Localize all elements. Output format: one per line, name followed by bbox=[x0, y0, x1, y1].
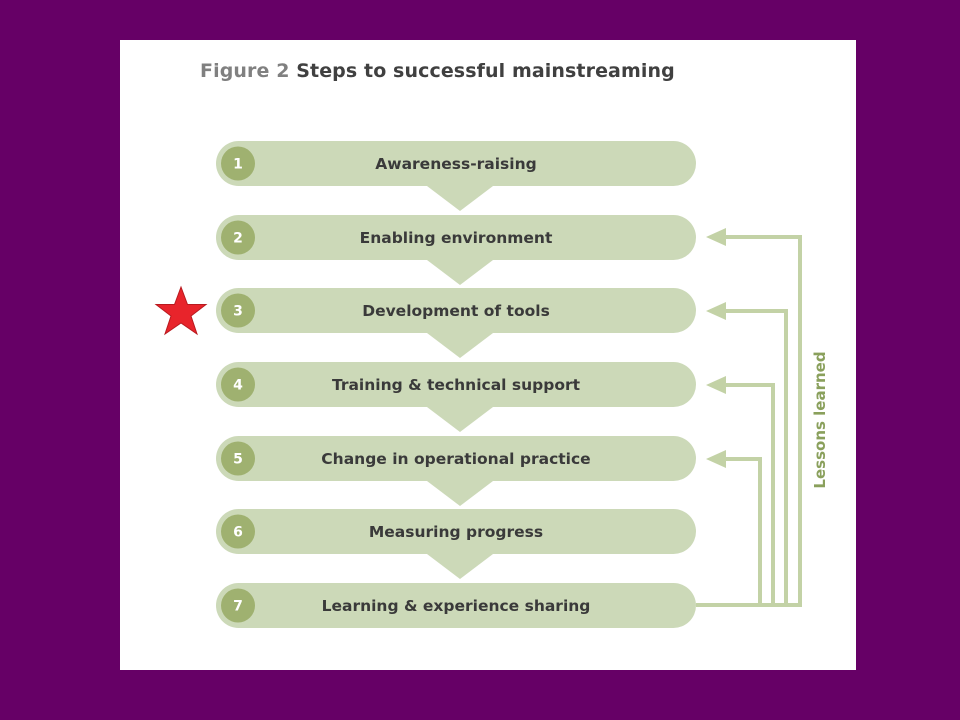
feedback-arrowheads bbox=[706, 228, 726, 468]
step-3: 3 Development of tools bbox=[216, 288, 696, 333]
step-number-badge bbox=[221, 146, 255, 181]
step-number: 5 bbox=[233, 452, 243, 468]
arrowhead-step-4 bbox=[706, 376, 726, 394]
step-label: Learning & experience sharing bbox=[322, 597, 591, 615]
step-5: 5 Change in operational practice bbox=[216, 436, 696, 481]
step-label: Awareness-raising bbox=[375, 155, 536, 173]
arrowhead-step-2 bbox=[706, 228, 726, 246]
step-label: Change in operational practice bbox=[321, 450, 590, 468]
arrowhead-step-5 bbox=[706, 450, 726, 468]
step-number-badge bbox=[221, 441, 255, 476]
step-number: 7 bbox=[233, 599, 243, 615]
figure-title-text: Steps to successful mainstreaming bbox=[296, 60, 675, 82]
feedback-loop bbox=[696, 235, 802, 607]
step-number: 2 bbox=[233, 231, 243, 247]
step-label: Measuring progress bbox=[369, 523, 543, 541]
step-bar bbox=[216, 288, 696, 333]
figure-prefix: Figure 2 bbox=[200, 60, 290, 82]
connector-arrow-4-5 bbox=[427, 407, 493, 432]
step-number-badge bbox=[221, 293, 255, 328]
connector-arrow-5-6 bbox=[427, 481, 493, 506]
step-number-badge bbox=[221, 514, 255, 549]
step-number-badge bbox=[221, 367, 255, 402]
step-bar bbox=[216, 509, 696, 554]
step-6: 6 Measuring progress bbox=[216, 509, 696, 554]
figure-panel: Figure 2 Steps to successful mainstreami… bbox=[120, 40, 856, 670]
step-2: 2 Enabling environment bbox=[216, 215, 696, 260]
step-number: 4 bbox=[233, 378, 243, 394]
step-bar bbox=[216, 215, 696, 260]
connector-arrow-3-4 bbox=[427, 333, 493, 358]
mainstreaming-steps-diagram: 1 Awareness-raising 2 Enabling environme… bbox=[216, 141, 829, 628]
step-connectors bbox=[427, 186, 493, 579]
step-1: 1 Awareness-raising bbox=[216, 141, 696, 186]
connector-arrow-2-3 bbox=[427, 260, 493, 285]
step-number-badge bbox=[221, 588, 255, 623]
step-label: Training & technical support bbox=[332, 376, 581, 394]
arrowhead-step-3 bbox=[706, 302, 726, 320]
step-bar bbox=[216, 583, 696, 628]
step-4: 4 Training & technical support bbox=[216, 362, 696, 407]
step-bar bbox=[216, 362, 696, 407]
lessons-learned-label: Lessons learned bbox=[811, 351, 829, 488]
feedback-line-to-step-5 bbox=[696, 457, 762, 607]
step-number-badge bbox=[221, 220, 255, 255]
step-bar bbox=[216, 141, 696, 186]
connector-arrow-6-7 bbox=[427, 554, 493, 579]
step-7: 7 Learning & experience sharing bbox=[216, 583, 696, 628]
step-number: 3 bbox=[233, 304, 243, 320]
figure-title: Figure 2 Steps to successful mainstreami… bbox=[200, 60, 675, 82]
step-number: 1 bbox=[233, 157, 243, 173]
step-label: Development of tools bbox=[362, 302, 550, 320]
step-number: 6 bbox=[233, 525, 243, 541]
step-label: Enabling environment bbox=[360, 229, 553, 247]
step-bar bbox=[216, 436, 696, 481]
connector-arrow-1-2 bbox=[427, 186, 493, 211]
